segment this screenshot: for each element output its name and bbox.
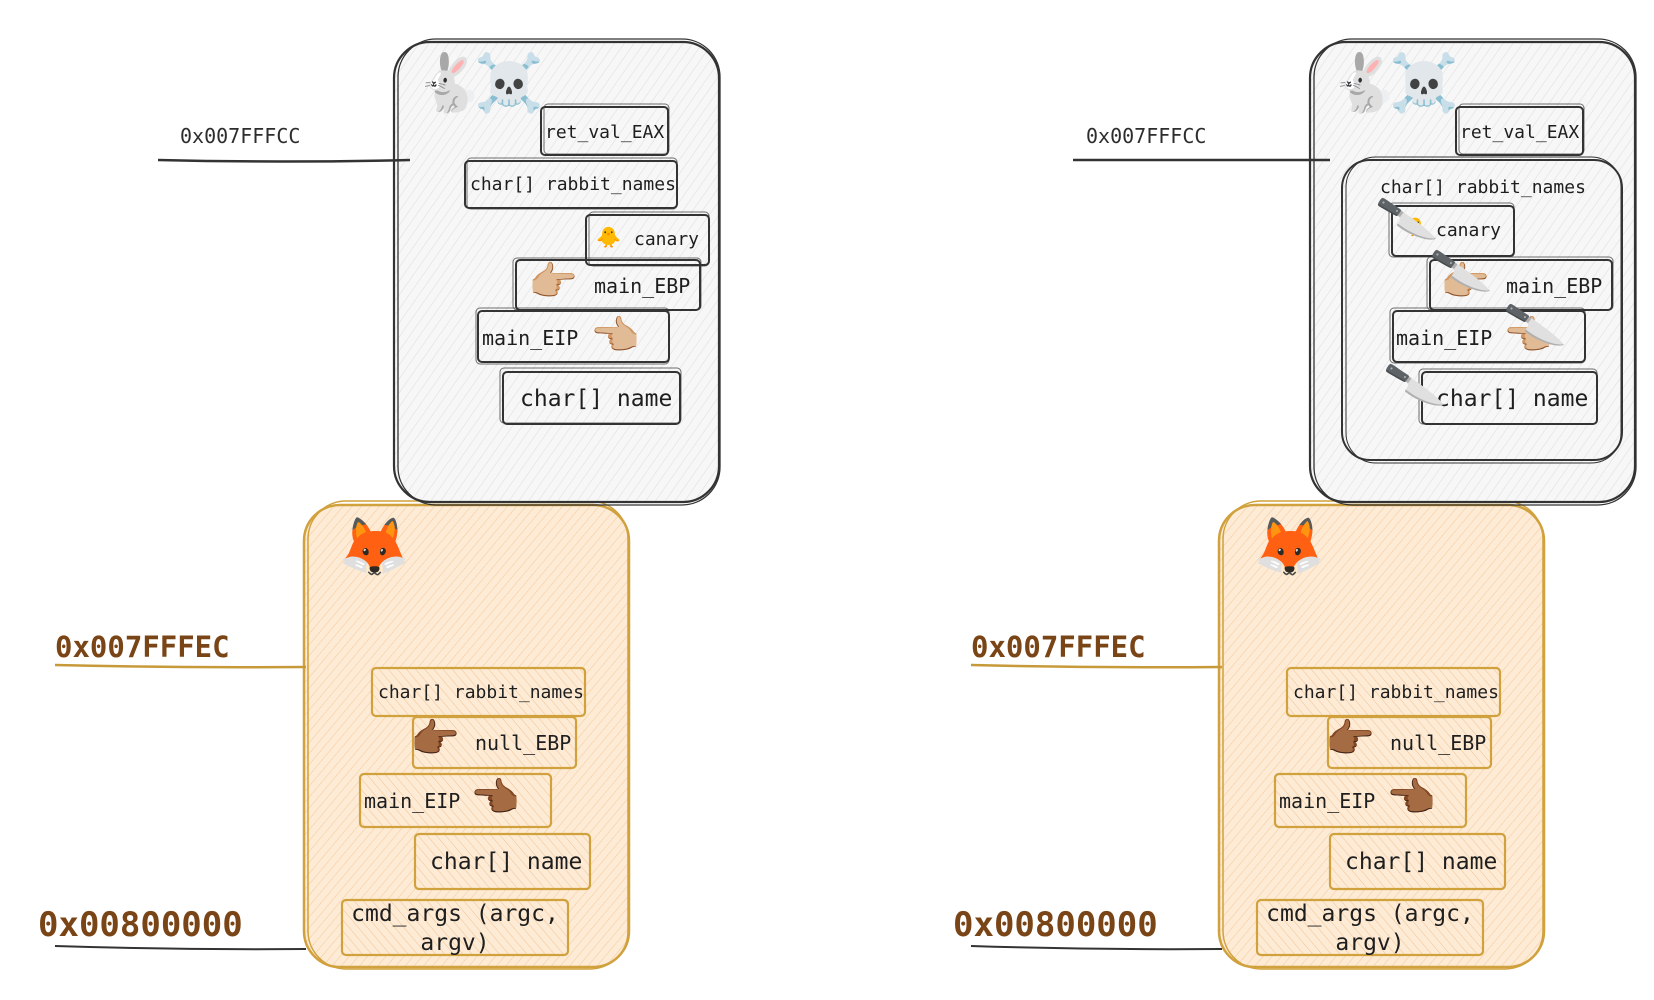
left-null-ebp-cell: null_EBP xyxy=(475,731,572,755)
left-rabbit-frame-address: 0x007FFFCC xyxy=(180,124,301,148)
rabbit-icon: 🐇 xyxy=(414,51,484,116)
pointing-right-hand-dark-icon: 👉🏾 xyxy=(1325,716,1375,762)
left-fox-name-cell: char[] name xyxy=(430,849,583,875)
fox-icon: 🦊 xyxy=(338,513,411,581)
left-fox-rabbit-names-cell: char[] rabbit_names xyxy=(378,682,584,703)
left-main-eip-cell: main_EIP xyxy=(482,326,579,350)
right-name-cell: char[] name xyxy=(1436,386,1589,412)
right-null-ebp-cell: null_EBP xyxy=(1390,731,1487,755)
right-canary-cell: canary xyxy=(1436,220,1502,241)
knife-icon: 🔪 xyxy=(1373,187,1440,251)
left-name-cell: char[] name xyxy=(520,386,673,412)
right-addr-line-mid xyxy=(970,663,1223,669)
right-rabbit-frame-address: 0x007FFFCC xyxy=(1086,124,1207,148)
right-fox-name-cell: char[] name xyxy=(1345,849,1498,875)
left-rabbit-names-cell: char[] rabbit_names xyxy=(470,174,676,195)
right-cell-frames-fox xyxy=(1255,666,1507,957)
left-addr-line-bot xyxy=(54,945,307,951)
knife-icon: 🔪 xyxy=(1501,293,1568,357)
left-ret-val-cell: ret_val_EAX xyxy=(545,122,665,143)
pointing-right-hand-icon: 👉🏼 xyxy=(1440,259,1490,305)
right-addr-line-bot xyxy=(970,945,1223,951)
pointing-left-hand-dark-icon: 👈🏾 xyxy=(1386,775,1436,821)
cmd-args-line-1: cmd_args (argc, xyxy=(351,901,559,927)
left-canary-cell: canary xyxy=(634,229,700,250)
pointing-right-hand-icon: 👉🏼 xyxy=(528,259,578,305)
left-main-ebp-cell: main_EBP xyxy=(594,274,691,298)
cmd-args-line-2: argv) xyxy=(1335,930,1405,956)
skull-icon: ☠️ xyxy=(1389,51,1459,116)
pointing-left-hand-dark-icon: 👈🏾 xyxy=(470,775,520,821)
right-fox-rabbit-names-cell: char[] rabbit_names xyxy=(1293,682,1499,703)
left-fox-frame-address: 0x007FFFEC xyxy=(55,630,230,664)
right-main-eip-cell: main_EIP xyxy=(1396,326,1493,350)
skull-icon: ☠️ xyxy=(474,51,544,116)
left-addr-line-mid xyxy=(54,663,307,669)
left-cmd-args-cell: cmd_args (argc, argv) xyxy=(342,900,568,958)
pointing-right-hand-dark-icon: 👉🏾 xyxy=(410,716,460,762)
chick-icon: 🐥 xyxy=(596,225,621,249)
right-overflow-region xyxy=(1341,156,1623,464)
right-fox-frame-address: 0x007FFFEC xyxy=(971,630,1146,664)
right-cmd-args-cell: cmd_args (argc, argv) xyxy=(1257,900,1483,958)
right-rabbit-names-label: char[] rabbit_names xyxy=(1380,177,1586,198)
rabbit-icon: 🐇 xyxy=(1329,51,1399,116)
fox-icon: 🦊 xyxy=(1253,513,1326,581)
chick-icon: 🐥 xyxy=(1404,217,1427,238)
right-cell-frames-rabbit xyxy=(1391,106,1613,425)
right-ret-val-cell: ret_val_EAX xyxy=(1460,122,1580,143)
pointing-left-hand-icon: 👈🏼 xyxy=(1503,313,1553,359)
knife-icon: 🔪 xyxy=(1381,353,1448,417)
cmd-args-line-2: argv) xyxy=(420,930,490,956)
left-fox-main-eip-cell: main_EIP xyxy=(364,789,461,813)
cmd-args-line-1: cmd_args (argc, xyxy=(1266,901,1474,927)
right-main-ebp-cell: main_EBP xyxy=(1506,274,1603,298)
pointing-left-hand-icon: 👈🏼 xyxy=(590,313,640,359)
left-cell-frames-fox xyxy=(340,666,592,957)
right-fox-main-eip-cell: main_EIP xyxy=(1279,789,1376,813)
left-bottom-address: 0x00800000 xyxy=(38,905,243,945)
knife-icon: 🔪 xyxy=(1427,239,1494,303)
left-rabbit-frame xyxy=(392,38,721,506)
left-addr-line-top xyxy=(157,158,411,163)
right-bottom-address: 0x00800000 xyxy=(953,905,1158,945)
